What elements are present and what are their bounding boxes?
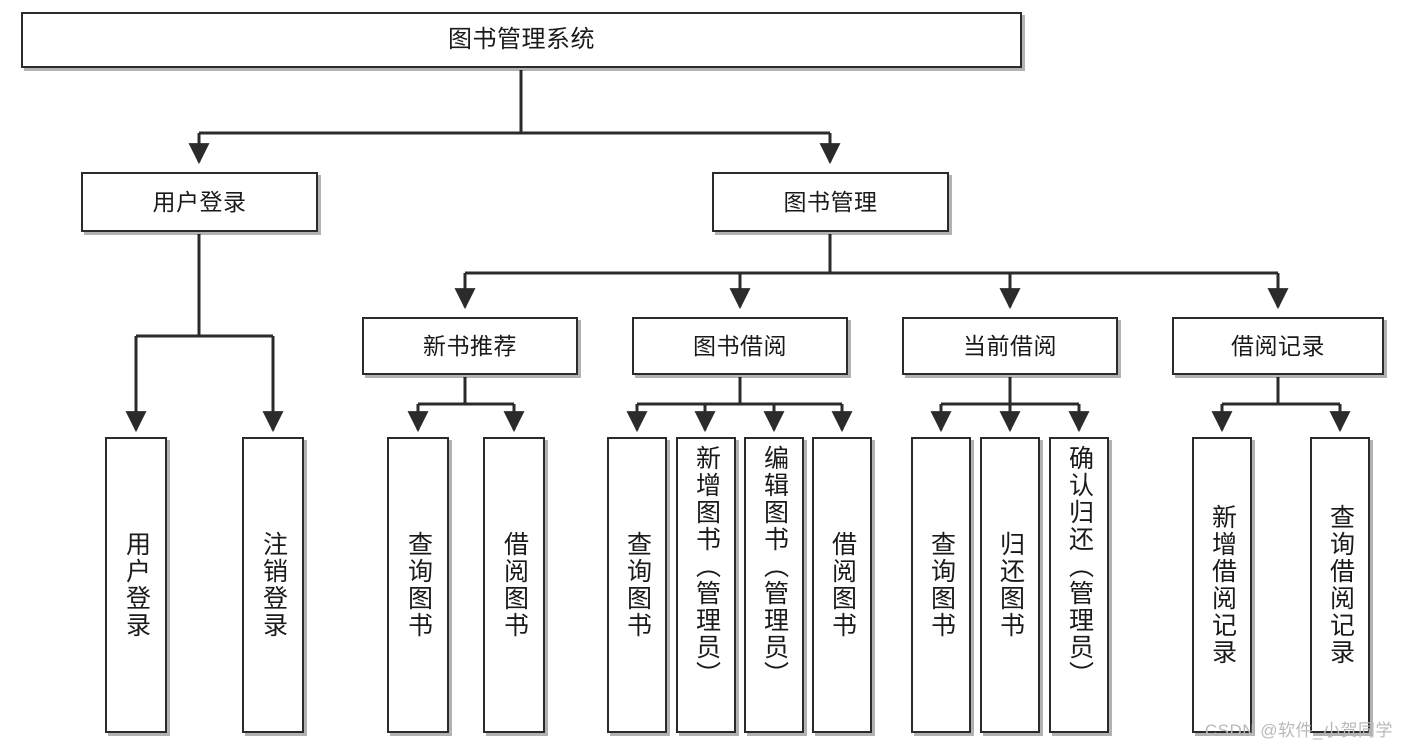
- node-user-login[interactable]: 用户登录: [81, 172, 318, 232]
- leaf-current-confirm-return-admin[interactable]: 确认归还（管理员）: [1049, 437, 1109, 733]
- node-label: 编辑图书（管理员）: [760, 445, 789, 688]
- node-label: 注销登录: [259, 531, 288, 639]
- node-label: 查询图书: [927, 531, 956, 639]
- node-label: 用户登录: [122, 531, 151, 639]
- leaf-record-add-record[interactable]: 新增借阅记录: [1192, 437, 1252, 733]
- node-book-borrow[interactable]: 图书借阅: [632, 317, 848, 375]
- node-label: 当前借阅: [963, 332, 1057, 359]
- node-label: 新增图书（管理员）: [692, 445, 721, 688]
- node-label: 确认归还（管理员）: [1065, 445, 1094, 688]
- leaf-current-return-book[interactable]: 归还图书: [980, 437, 1040, 733]
- node-borrow-record[interactable]: 借阅记录: [1172, 317, 1384, 375]
- node-label: 归还图书: [996, 531, 1025, 639]
- leaf-recommend-query-book[interactable]: 查询图书: [387, 437, 449, 733]
- leaf-borrow-edit-book-admin[interactable]: 编辑图书（管理员）: [744, 437, 804, 733]
- leaf-user-login-logout[interactable]: 注销登录: [242, 437, 304, 733]
- node-label: 图书管理系统: [448, 26, 595, 54]
- leaf-recommend-borrow-book[interactable]: 借阅图书: [483, 437, 545, 733]
- node-new-book-recommend[interactable]: 新书推荐: [362, 317, 578, 375]
- node-label: 借阅图书: [500, 531, 529, 639]
- node-book-management[interactable]: 图书管理: [712, 172, 949, 232]
- node-root-system[interactable]: 图书管理系统: [21, 12, 1022, 68]
- leaf-user-login-login[interactable]: 用户登录: [105, 437, 167, 733]
- node-label: 图书借阅: [693, 332, 787, 359]
- leaf-borrow-query-book[interactable]: 查询图书: [607, 437, 667, 733]
- node-label: 查询借阅记录: [1326, 504, 1355, 666]
- leaf-borrow-add-book-admin[interactable]: 新增图书（管理员）: [676, 437, 736, 733]
- leaf-borrow-borrow-book[interactable]: 借阅图书: [812, 437, 872, 733]
- leaf-current-query-book[interactable]: 查询图书: [911, 437, 971, 733]
- node-label: 查询图书: [404, 531, 433, 639]
- node-label: 借阅记录: [1231, 332, 1325, 359]
- leaf-record-query-record[interactable]: 查询借阅记录: [1310, 437, 1370, 733]
- node-label: 查询图书: [623, 531, 652, 639]
- node-label: 图书管理: [783, 188, 878, 215]
- node-label: 新增借阅记录: [1208, 504, 1237, 666]
- node-label: 借阅图书: [828, 531, 857, 639]
- node-label: 用户登录: [152, 188, 247, 215]
- node-current-borrow[interactable]: 当前借阅: [902, 317, 1118, 375]
- node-label: 新书推荐: [423, 332, 517, 359]
